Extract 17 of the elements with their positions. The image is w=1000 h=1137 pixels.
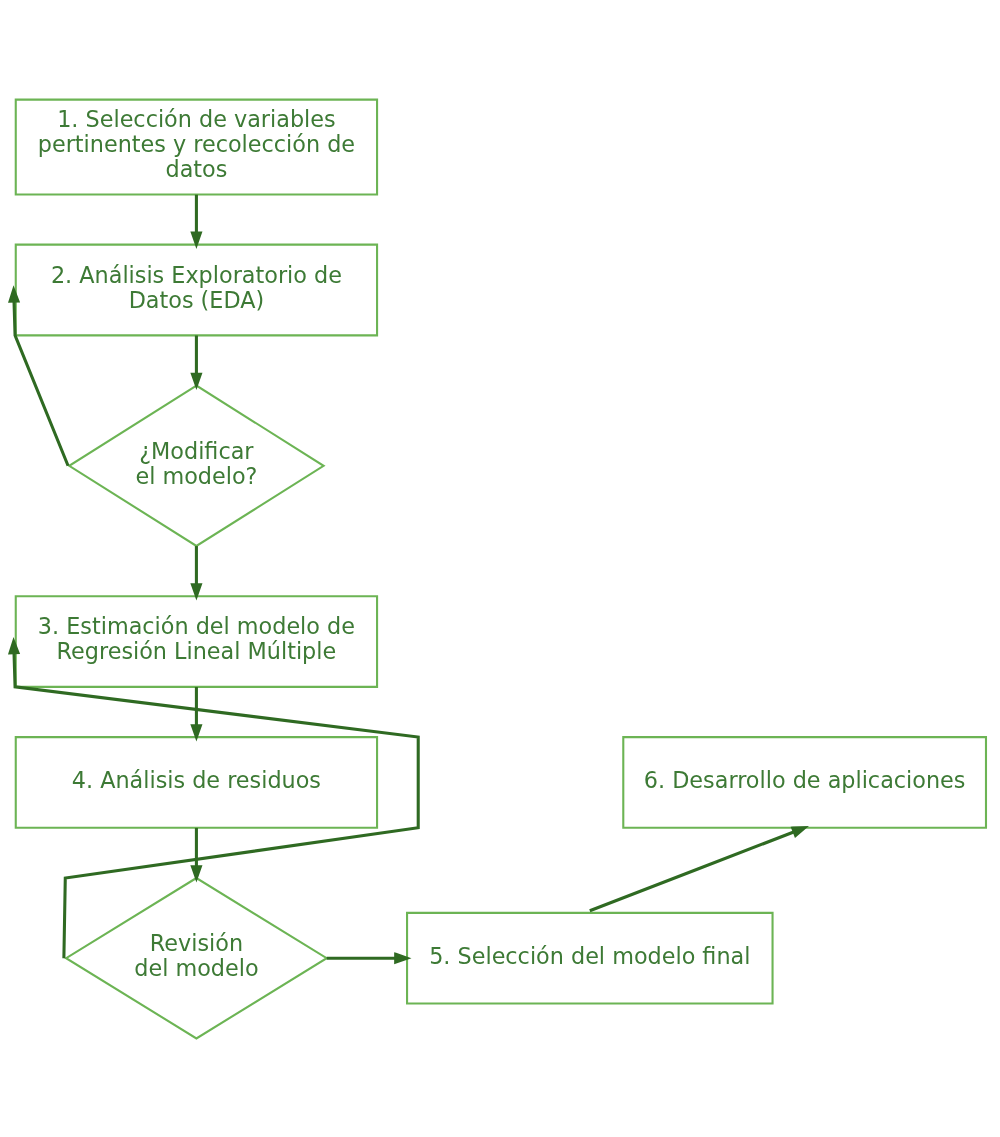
node-box: 2. Análisis Exploratorio de Datos (EDA) (14, 243, 379, 336)
arrow (190, 335, 203, 390)
node-box: 1. Selección de variables pertinentes y recolección de datos (14, 98, 379, 195)
arrow (8, 284, 70, 466)
arrow (190, 545, 203, 601)
arrow (190, 827, 203, 882)
node-diamond: ¿Modificar el modelo? (67, 383, 326, 547)
arrow (8, 636, 420, 958)
arrow (190, 194, 203, 249)
node-box: 3. Estimación del modelo de Regresión Lineal Múltiple (14, 594, 379, 688)
node-box: 5. Selección del modelo final (406, 911, 774, 1005)
arrow (326, 951, 412, 964)
node-box: 6. Desarrollo de aplicaciones (622, 735, 988, 829)
arrow (190, 686, 203, 742)
node-box: 4. Análisis de residuos (14, 735, 379, 829)
arrow (589, 825, 809, 912)
node-diamond: Revisión del modelo (64, 876, 329, 1040)
